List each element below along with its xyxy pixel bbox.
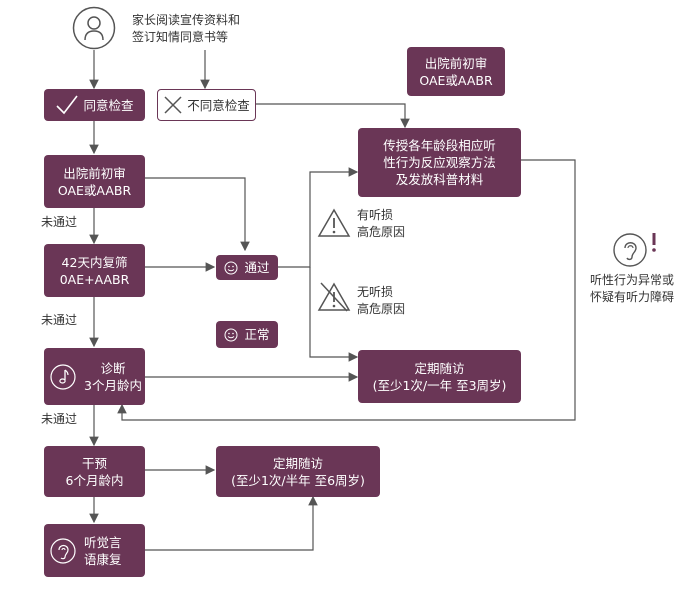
music-note-icon bbox=[50, 363, 76, 390]
normal-label: 正常 bbox=[244, 327, 270, 342]
smile-icon bbox=[224, 261, 238, 275]
ear-alert-icon bbox=[612, 230, 662, 274]
pre-discharge-screen-left: 出院前初审 OAE或AABR bbox=[44, 155, 145, 208]
arrow-abnormal-diagnosis bbox=[117, 159, 576, 421]
arrow-screen-passed bbox=[145, 177, 250, 252]
arrow-passed-followup bbox=[309, 267, 359, 362]
follow-up-box-2: 定期随访 (至少1次/半年 至6周岁) bbox=[216, 446, 380, 497]
follow-up-box-1: 定期随访 (至少1次/一年 至3周岁) bbox=[358, 350, 521, 403]
no-warning-icon bbox=[317, 281, 351, 317]
check-icon bbox=[55, 94, 79, 116]
abnormal-hearing-label: 听性行为异常或 怀疑有听力障碍 bbox=[590, 273, 675, 304]
risk-yes-label: 有听损 高危原因 bbox=[357, 208, 406, 239]
rehab-box: 听觉言 语康复 bbox=[44, 524, 145, 577]
refuse-box: 不同意检查 bbox=[157, 89, 256, 121]
not-passed-label-1: 未通过 bbox=[41, 215, 78, 229]
not-passed-label-3: 未通过 bbox=[41, 412, 78, 426]
teach-materials-box: 传授各年龄段相应听 性行为反应观察方法 及发放科普材料 bbox=[358, 128, 521, 197]
arrow-passed-teach bbox=[278, 167, 359, 268]
intervention-box: 干预 6个月龄内 bbox=[44, 446, 145, 497]
smile-icon bbox=[224, 328, 238, 342]
parent-info-text: 家长阅读宣传资料和 签订知情同意书等 bbox=[132, 13, 241, 44]
parent-icon bbox=[72, 6, 116, 50]
cross-icon bbox=[163, 95, 183, 115]
arrow-rehab-followup bbox=[145, 495, 318, 551]
consent-box: 同意检查 bbox=[44, 89, 145, 121]
arrow-refuse-teach bbox=[255, 103, 410, 129]
consent-label: 同意检查 bbox=[83, 97, 134, 113]
diagnosis-label: 诊断 3个月龄内 bbox=[84, 360, 142, 393]
normal-box: 正常 bbox=[216, 321, 278, 348]
risk-no-label: 无听损 高危原因 bbox=[357, 285, 406, 316]
passed-box: 通过 bbox=[216, 255, 278, 280]
diagnosis-box: 诊断 3个月龄内 bbox=[44, 348, 145, 405]
refuse-label: 不同意检查 bbox=[187, 97, 250, 113]
not-passed-label-2: 未通过 bbox=[41, 313, 78, 327]
warning-icon bbox=[317, 208, 351, 242]
ear-icon bbox=[50, 537, 76, 564]
pre-discharge-screen-right: 出院前初审 OAE或AABR bbox=[407, 47, 505, 96]
passed-label: 通过 bbox=[244, 260, 270, 275]
rehab-label: 听觉言 语康复 bbox=[84, 534, 122, 567]
recheck-42-box: 42天内复筛 0AE+AABR bbox=[44, 244, 145, 297]
